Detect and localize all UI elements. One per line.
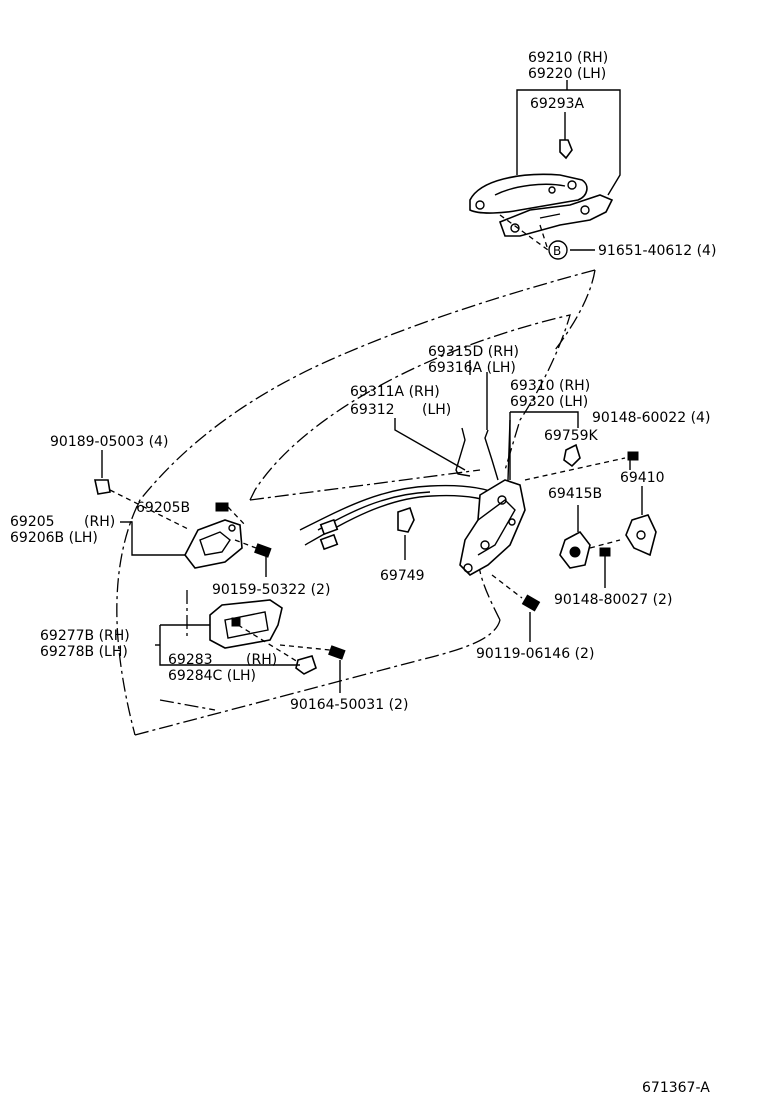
bolt-b-marker — [548, 240, 568, 260]
label-69206b: 69206B (LH) — [10, 530, 98, 546]
label-69415b: 69415B — [548, 486, 602, 502]
door-outline — [116, 269, 596, 736]
label-69316a: 69316A (LH) — [428, 360, 516, 376]
leader-lines-top — [516, 80, 621, 251]
label-90119: 90119-06146 (2) — [476, 646, 594, 662]
label-69220: 69220 (LH) — [528, 66, 606, 82]
plate-69415b — [559, 505, 591, 569]
labels: 69210 (RH) 69220 (LH) 69293A B 91651-406… — [10, 50, 716, 1096]
screw-69205b — [215, 502, 246, 526]
door-lock-assembly — [459, 479, 526, 576]
label-69312: 69312 — [350, 402, 395, 418]
screw-90148-60022 — [524, 451, 639, 481]
label-69284c: 69284C (LH) — [168, 668, 256, 684]
label-69410: 69410 — [620, 470, 665, 486]
outside-handle-assembly — [469, 139, 614, 251]
label-69320: 69320 (LH) — [510, 394, 588, 410]
label-69749: 69749 — [380, 568, 425, 584]
label-69310: 69310 (RH) — [510, 378, 590, 394]
label-69315d: 69315D (RH) — [428, 344, 519, 360]
clip-69759k — [563, 443, 581, 468]
label-69312-lh: (LH) — [422, 402, 451, 418]
label-69205: 69205 — [10, 514, 55, 530]
label-69205b: 69205B — [136, 500, 190, 516]
striker-69410 — [625, 486, 657, 557]
leader-lines — [120, 360, 579, 666]
screw-90164-50031 — [279, 644, 346, 693]
clip-69293a — [559, 139, 573, 160]
clip-90189-05003 — [94, 450, 191, 531]
label-69293a: 69293A — [530, 96, 585, 112]
label-69311a: 69311A (RH) — [350, 384, 440, 400]
cap-69283 — [237, 624, 317, 675]
label-90148-80027: 90148-80027 (2) — [554, 592, 672, 608]
label-69759k: 69759K — [544, 428, 599, 444]
label-90164: 90164-50031 (2) — [290, 697, 408, 713]
screw-90119-06146 — [491, 574, 541, 642]
label-69210: 69210 (RH) — [528, 50, 608, 66]
label-69283: 69283 — [168, 652, 213, 668]
label-69205-rh: (RH) — [84, 514, 115, 530]
bezel-69277b — [209, 599, 283, 649]
label-bolt-b: B — [553, 244, 561, 258]
screw-90159-50322 — [234, 539, 272, 577]
label-90148-60022: 90148-60022 (4) — [592, 410, 710, 426]
screw-90148-80027 — [589, 539, 621, 588]
protector-69749 — [397, 506, 415, 560]
label-90189: 90189-05003 (4) — [50, 434, 168, 450]
label-69283-rh: (RH) — [246, 652, 277, 668]
label-69278b: 69278B (LH) — [40, 644, 128, 660]
label-69277b: 69277B (RH) — [40, 628, 130, 644]
label-90159: 90159-50322 (2) — [212, 582, 330, 598]
label-91651: 91651-40612 (4) — [598, 243, 716, 259]
inside-handle-69205 — [184, 519, 243, 569]
diagram-id: 671367-A — [642, 1080, 710, 1096]
